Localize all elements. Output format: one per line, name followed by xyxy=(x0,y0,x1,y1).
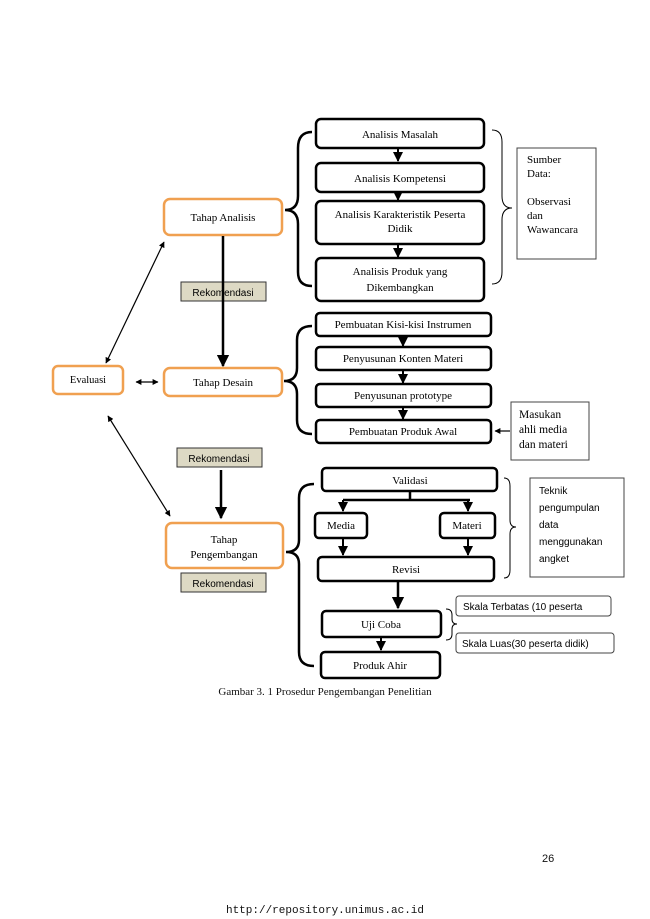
masukan-note-box xyxy=(510,401,590,461)
evaluasi-pengembangan-arrow xyxy=(107,415,171,517)
text-line: Data: xyxy=(527,168,551,180)
text-line: angket xyxy=(539,554,569,565)
design-step-label: Pembuatan Produk Awal xyxy=(349,426,457,438)
teknik-note-box xyxy=(529,477,625,578)
teknik-brace xyxy=(503,477,517,579)
figure-caption: Gambar 3. 1 Prosedur Pengembangan Peneli… xyxy=(218,686,432,698)
evaluasi-analisis-arrow xyxy=(105,241,165,364)
footer-url: http://repository.unimus.ac.id xyxy=(225,905,425,917)
evaluasi-label: Evaluasi xyxy=(70,375,106,386)
phase-box-desain xyxy=(162,366,284,398)
text-line: ahli media xyxy=(519,424,567,436)
analysis-step-box xyxy=(314,117,486,150)
text-line: Analisis Produk yang xyxy=(353,266,448,278)
phase-box-pengembangan xyxy=(164,521,285,570)
text-line xyxy=(527,182,530,194)
masukan-note: Masukan ahli media dan materi xyxy=(519,409,568,451)
materi-box xyxy=(438,511,497,540)
uji-coba-label: Uji Coba xyxy=(361,619,401,631)
sumber-data-note-box xyxy=(516,147,597,260)
rekomendasi-label: Rekomendasi xyxy=(192,579,253,590)
revisi-box xyxy=(316,555,496,583)
development-steps: Validasi Media Materi Revisi Uji Coba Pr… xyxy=(313,466,499,680)
text-line: Teknik xyxy=(539,486,568,497)
analysis-step-label: Analisis Kompetensi xyxy=(354,173,446,185)
phase-label-desain: Tahap Desain xyxy=(193,377,254,389)
analysis-step-box xyxy=(314,256,486,303)
text-line: Masukan xyxy=(519,409,561,421)
validasi-label: Validasi xyxy=(392,475,427,487)
text-line: data xyxy=(539,520,559,531)
skala-terbatas-label: Skala Terbatas (10 peserta xyxy=(463,602,583,613)
text-line: Tahap Analisis xyxy=(191,212,256,224)
text-line: Pengembangan xyxy=(190,549,258,561)
sumber-data-brace xyxy=(491,129,513,285)
analysis-steps: Analisis Masalah Analisis Kompetensi Ana… xyxy=(314,117,486,303)
text-line: pengumpulan xyxy=(539,503,600,514)
design-step-label: Pembuatan Kisi-kisi Instrumen xyxy=(335,319,472,331)
skala-luas-label: Skala Luas(30 peserta didik) xyxy=(462,639,589,650)
text-line: Wawancara xyxy=(527,224,578,236)
materi-label: Materi xyxy=(452,520,481,532)
design-step-label: Penyusunan Konten Materi xyxy=(343,353,463,365)
text-line: Analisis Masalah xyxy=(362,129,439,141)
text-line: Analisis Kompetensi xyxy=(354,173,446,185)
text-line: Dikembangkan xyxy=(366,282,434,294)
page-number: 26 xyxy=(542,853,555,865)
phase-box-analisis xyxy=(162,197,284,237)
phase-label-analisis: Tahap Analisis xyxy=(191,212,256,224)
analysis-step-label: Analisis Masalah xyxy=(362,129,439,141)
rekomendasi-box xyxy=(180,572,267,593)
produk-ahir-label: Produk Ahir xyxy=(353,660,407,672)
pengembangan-brace xyxy=(285,482,315,668)
analysis-brace xyxy=(284,130,313,288)
media-box xyxy=(313,511,369,540)
rekomendasi-box xyxy=(176,447,263,468)
design-steps: Pembuatan Kisi-kisi Instrumen Penyusunan… xyxy=(314,311,493,445)
skala-terbatas-box xyxy=(455,595,612,617)
rekomendasi-label: Rekomendasi xyxy=(188,454,249,465)
text-line: Didik xyxy=(387,223,413,235)
text-line: Analisis Karakteristik Peserta xyxy=(335,209,466,221)
revisi-label: Revisi xyxy=(392,564,420,576)
text-line: dan xyxy=(527,210,543,222)
text-line: menggunakan xyxy=(539,537,602,548)
evaluasi-box xyxy=(51,364,125,396)
text-line: Sumber xyxy=(527,154,562,166)
text-line: dan materi xyxy=(519,439,568,451)
text-line: Tahap Desain xyxy=(193,377,254,389)
design-step-label: Penyusunan prototype xyxy=(354,390,452,402)
teknik-note: Teknik pengumpulan data menggunakan angket xyxy=(539,486,602,565)
produk-ahir-box xyxy=(319,650,442,680)
design-step-box xyxy=(314,418,493,445)
skala-brace xyxy=(445,608,458,641)
text-line: Tahap xyxy=(211,534,238,546)
skala-luas-box xyxy=(455,632,615,654)
design-brace xyxy=(283,324,313,436)
analysis-step-box xyxy=(314,199,486,246)
media-label: Media xyxy=(327,520,355,532)
text-line: Observasi xyxy=(527,196,571,208)
